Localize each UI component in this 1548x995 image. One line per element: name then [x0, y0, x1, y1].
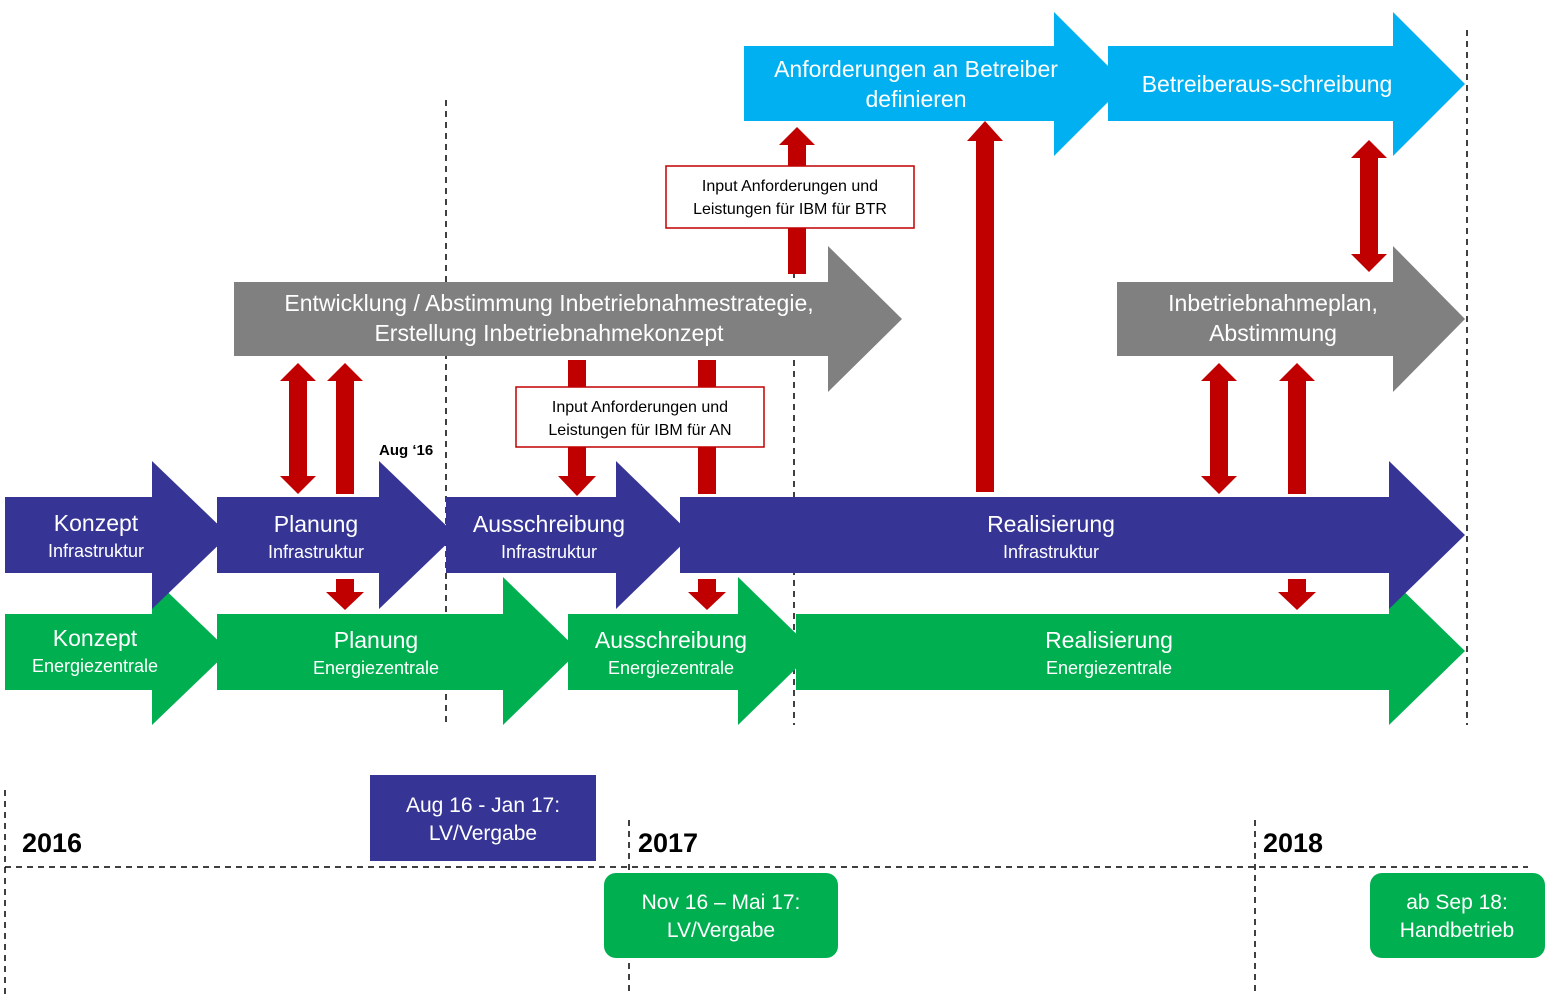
ausschreibung-energy-title: Ausschreibung: [595, 627, 747, 653]
arrow-konzept-infrastruktur: [5, 461, 229, 609]
input-box-an: [515, 386, 765, 448]
year-2018: 2018: [1263, 828, 1323, 858]
arrow-inbetriebnahmeplan: [1117, 246, 1465, 392]
arrow-ausschreibung-energiezentrale: [568, 577, 814, 725]
input-box-btr-line1: Input Anforderungen und: [702, 178, 878, 195]
info-box-energy-vergabe: [604, 873, 838, 958]
realisierung-energy-sub: Energiezentrale: [1046, 658, 1172, 678]
info-energy-vergabe-line1: Nov 16 – Mai 17:: [642, 891, 801, 914]
red-up-arrow-anforderungen: [967, 121, 1003, 492]
red-double-arrow-realisierung: [1201, 363, 1237, 494]
konzept-energy-title: Konzept: [53, 625, 138, 651]
inbetriebnahmeplan-line1: Inbetriebnahmeplan,: [1168, 290, 1378, 316]
info-energy-vergabe-line2: LV/Vergabe: [667, 919, 775, 942]
entwicklung-line2: Erstellung Inbetriebnahmekonzept: [374, 320, 724, 346]
anforderungen-line2: definieren: [865, 86, 966, 112]
arrow-realisierung-energiezentrale: [796, 577, 1465, 725]
input-box-btr-line2: Leistungen für IBM für BTR: [693, 201, 887, 218]
red-up-arrow-inbetriebnahmeplan: [1279, 363, 1315, 494]
red-down-arrow-realisierung-energie-2: [1278, 579, 1316, 610]
input-box-btr: [665, 165, 915, 229]
realisierung-infra-title: Realisierung: [987, 511, 1115, 537]
arrow-realisierung-infrastruktur: [680, 461, 1465, 609]
konzept-energy-sub: Energiezentrale: [32, 656, 158, 676]
entwicklung-line1: Entwicklung / Abstimmung Inbetriebnahmes…: [284, 290, 813, 316]
planung-infra-sub: Infrastruktur: [268, 542, 364, 562]
info-infra-vergabe-line2: LV/Vergabe: [429, 822, 537, 845]
arrow-entwicklung-inbetriebnahmestrategie: [234, 246, 902, 392]
planung-energy-sub: Energiezentrale: [313, 658, 439, 678]
year-2017: 2017: [638, 828, 698, 858]
realisierung-infra-sub: Infrastruktur: [1003, 542, 1099, 562]
info-handbetrieb-line2: Handbetrieb: [1400, 919, 1514, 942]
ausschreibung-infra-sub: Infrastruktur: [501, 542, 597, 562]
info-handbetrieb-line1: ab Sep 18:: [1406, 891, 1508, 914]
arrow-konzept-energiezentrale: [5, 577, 229, 725]
info-infra-vergabe-line1: Aug 16 - Jan 17:: [406, 794, 560, 817]
inbetriebnahmeplan-line2: Abstimmung: [1209, 320, 1337, 346]
red-double-arrow-planung: [280, 363, 316, 494]
arrow-planung-infrastruktur: [217, 461, 456, 609]
input-box-an-line1: Input Anforderungen und: [552, 399, 728, 416]
arrow-anforderungen-betreiber: [744, 12, 1126, 156]
konzept-infra-sub: Infrastruktur: [48, 541, 144, 561]
arrow-betreiberausschreibung: [1108, 12, 1465, 156]
betreiberausschreibung-label: Betreiberaus-schreibung: [1142, 71, 1393, 97]
planung-energy-title: Planung: [334, 627, 418, 653]
anforderungen-line1: Anforderungen an Betreiber: [774, 56, 1058, 82]
realisierung-energy-title: Realisierung: [1045, 627, 1173, 653]
year-2016: 2016: [22, 828, 82, 858]
ausschreibung-energy-sub: Energiezentrale: [608, 658, 734, 678]
info-box-handbetrieb: [1370, 873, 1545, 958]
input-box-an-line2: Leistungen für IBM für AN: [548, 422, 731, 439]
planung-infra-title: Planung: [274, 511, 358, 537]
red-double-arrow-betreiber: [1351, 140, 1387, 272]
red-down-arrow-planung-energie: [326, 579, 364, 610]
arrow-ausschreibung-infrastruktur: [446, 461, 692, 609]
info-box-infra-vergabe: [370, 775, 596, 861]
red-up-arrow-planung: [327, 363, 363, 494]
milestone-aug16-label: Aug ‘16: [379, 442, 433, 459]
konzept-infra-title: Konzept: [54, 510, 139, 536]
arrow-planung-energiezentrale: [217, 577, 579, 725]
red-down-arrow-realisierung-energie: [688, 579, 726, 610]
ausschreibung-infra-title: Ausschreibung: [473, 511, 625, 537]
